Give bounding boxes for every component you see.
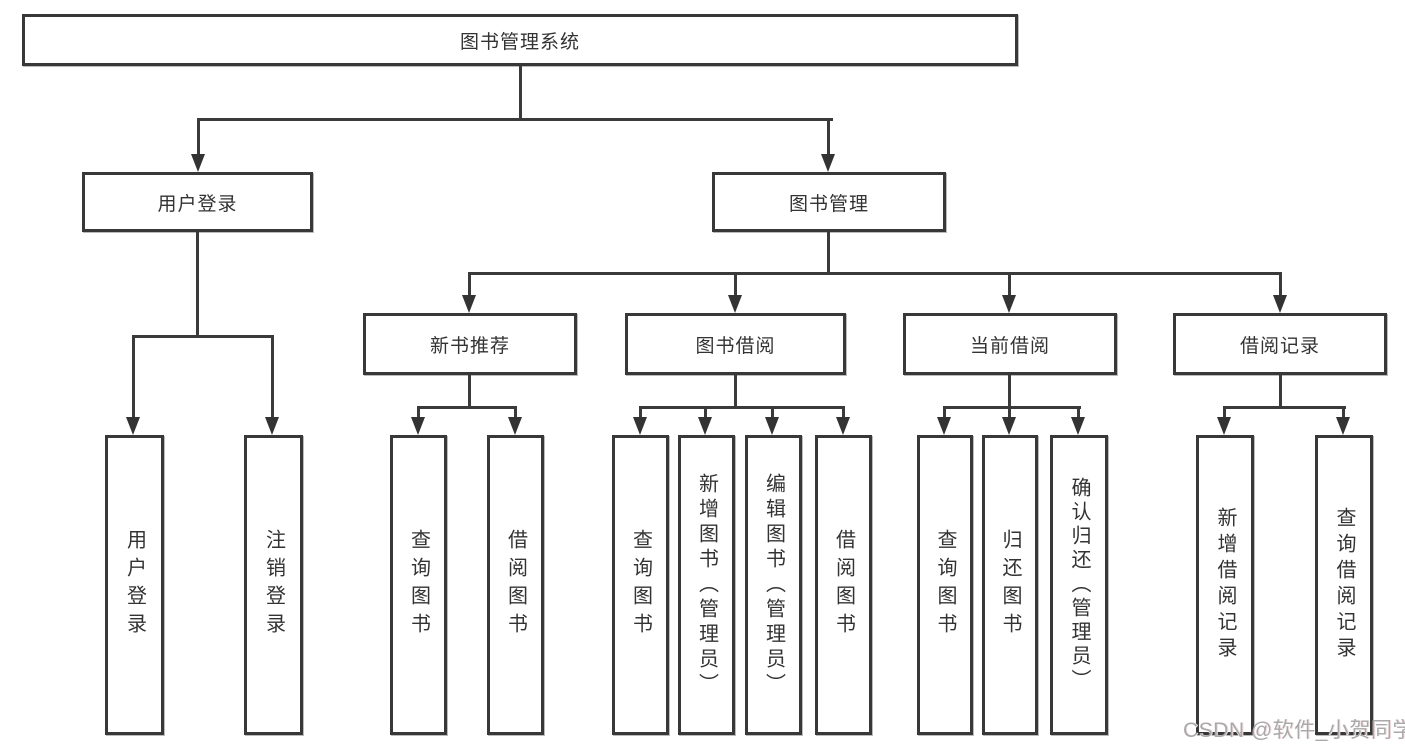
leaf-cb-query-book: 查询图书 — [917, 435, 973, 735]
node-book-borrow: 图书借阅 — [625, 313, 846, 375]
leaf-br-add-record: 新增借阅记录 — [1196, 435, 1254, 735]
leaf-logout: 注销登录 — [244, 435, 303, 735]
node-new-book-recommend: 新书推荐 — [363, 313, 577, 375]
arrow-down-icon — [462, 295, 476, 313]
edge-drop-book-borrow — [734, 272, 737, 297]
arrow-down-icon — [633, 417, 647, 435]
leaf-bb-query-book: 查询图书 — [612, 435, 669, 735]
edge-drop-bb-borrow — [842, 406, 845, 419]
leaf-bb-edit-book-admin: 编辑图书（管理员） — [745, 435, 802, 735]
node-book-management: 图书管理 — [712, 172, 946, 232]
leaf-user-login: 用户登录 — [105, 435, 164, 735]
edge-drop-current-borrow — [1008, 272, 1011, 297]
edge-drop-br-query — [1342, 406, 1345, 419]
node-borrow-record: 借阅记录 — [1173, 313, 1387, 375]
edge-drop-cb-query — [943, 406, 946, 419]
leaf-rec-borrow-book: 借阅图书 — [487, 435, 544, 735]
node-user-login: 用户登录 — [82, 172, 313, 232]
watermark: CSDN @软件_小贺同学 — [1183, 719, 1405, 742]
edge-book-borrow-rail — [639, 406, 845, 409]
edge-borrow-record-stem — [1279, 375, 1282, 406]
edge-drop-br-add — [1223, 406, 1226, 419]
edge-drop-cb-confirm — [1077, 406, 1080, 419]
leaf-cb-return-book: 归还图书 — [982, 435, 1038, 735]
arrow-down-icon — [508, 417, 522, 435]
edge-drop-cb-return — [1008, 406, 1011, 419]
arrow-down-icon — [728, 295, 742, 313]
arrow-down-icon — [821, 154, 835, 172]
arrow-down-icon — [1002, 417, 1016, 435]
edge-drop-rec-query — [417, 406, 420, 419]
leaf-bb-add-book-admin: 新增图书（管理员） — [678, 435, 735, 735]
edge-drop-rec-borrow — [514, 406, 517, 419]
arrow-down-icon — [1217, 417, 1231, 435]
edge-book-borrow-stem — [734, 375, 737, 406]
edge-drop-bb-query — [639, 406, 642, 419]
edge-book-management-rail — [468, 272, 1282, 275]
arrow-down-icon — [836, 417, 850, 435]
leaf-cb-confirm-return-admin: 确认归还（管理员） — [1050, 435, 1108, 735]
arrow-down-icon — [1071, 417, 1085, 435]
edge-book-management-stem — [827, 232, 830, 272]
edge-root-stem — [519, 66, 522, 118]
edge-drop-book-management — [827, 118, 830, 156]
edge-drop-borrow-record — [1279, 272, 1282, 297]
arrow-down-icon — [411, 417, 425, 435]
edge-drop-new-book-recommend — [468, 272, 471, 297]
arrow-down-icon — [765, 417, 779, 435]
edge-user-login-stem — [196, 232, 199, 335]
edge-borrow-record-rail — [1223, 406, 1346, 409]
arrow-down-icon — [698, 417, 712, 435]
leaf-bb-borrow-book: 借阅图书 — [815, 435, 872, 735]
arrow-down-icon — [1002, 295, 1016, 313]
leaf-rec-query-book: 查询图书 — [390, 435, 447, 735]
edge-current-borrow-stem — [1008, 375, 1011, 406]
edge-drop-logout — [271, 335, 274, 419]
node-root: 图书管理系统 — [22, 14, 1018, 66]
arrow-down-icon — [937, 417, 951, 435]
edge-recommend-stem — [468, 375, 471, 406]
arrow-down-icon — [126, 417, 140, 435]
arrow-down-icon — [191, 154, 205, 172]
edge-user-login-rail — [132, 335, 274, 338]
arrow-down-icon — [265, 417, 279, 435]
node-current-borrow: 当前借阅 — [903, 313, 1117, 375]
edge-drop-user-login-leaf — [132, 335, 135, 419]
edge-current-borrow-rail — [943, 406, 1081, 409]
arrow-down-icon — [1273, 295, 1287, 313]
leaf-br-query-record: 查询借阅记录 — [1315, 435, 1373, 735]
arrow-down-icon — [1336, 417, 1350, 435]
edge-root-rail — [197, 118, 833, 121]
edge-drop-bb-add — [704, 406, 707, 419]
edge-drop-user-login — [197, 118, 200, 156]
edge-recommend-rail — [417, 406, 517, 409]
edge-drop-bb-edit — [771, 406, 774, 419]
